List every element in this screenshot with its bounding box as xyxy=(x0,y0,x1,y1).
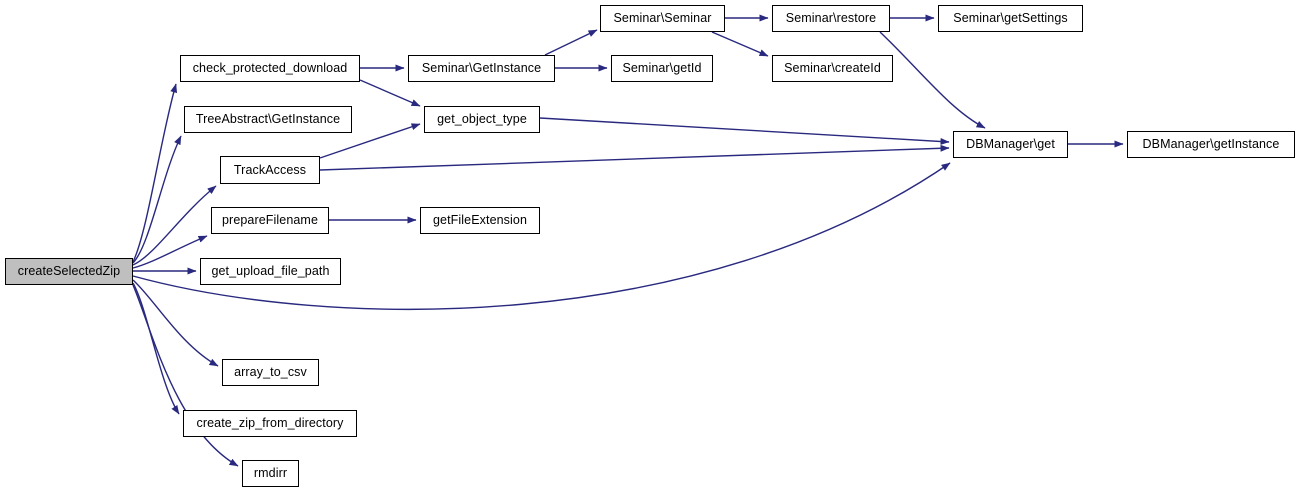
edge-createSelectedZip-to-rmdirr xyxy=(132,284,239,467)
edge-Seminar_restore-to-DBManager_get xyxy=(879,31,986,129)
graph-node-label: Seminar\Seminar xyxy=(613,11,712,26)
graph-node-DBManager_get[interactable]: DBManager\get xyxy=(953,131,1068,158)
graph-node-label: DBManager\getInstance xyxy=(1142,137,1280,152)
graph-node-Seminar_restore[interactable]: Seminar\restore xyxy=(772,5,890,32)
edge-createSelectedZip-to-check_protected_download xyxy=(132,83,178,263)
graph-node-Seminar_Seminar[interactable]: Seminar\Seminar xyxy=(600,5,725,32)
graph-node-label: create_zip_from_directory xyxy=(196,416,344,431)
graph-node-label: get_upload_file_path xyxy=(211,264,330,279)
edge-createSelectedZip-to-array_to_csv xyxy=(132,279,219,367)
edge-createSelectedZip-to-TreeAbstract_GetInstance xyxy=(132,135,182,264)
graph-node-Seminar_createId[interactable]: Seminar\createId xyxy=(772,55,893,82)
graph-node-get_object_type[interactable]: get_object_type xyxy=(424,106,540,133)
graph-node-rmdirr[interactable]: rmdirr xyxy=(242,460,299,487)
graph-node-prepareFilename[interactable]: prepareFilename xyxy=(211,207,329,234)
graph-node-label: prepareFilename xyxy=(222,213,318,228)
graph-node-check_protected_download[interactable]: check_protected_download xyxy=(180,55,360,82)
graph-node-label: Seminar\getId xyxy=(622,61,702,76)
edge-get_object_type-to-DBManager_get xyxy=(539,117,950,145)
graph-node-getFileExtension[interactable]: getFileExtension xyxy=(420,207,540,234)
graph-node-label: Seminar\createId xyxy=(784,61,881,76)
graph-node-label: get_object_type xyxy=(437,112,527,127)
graph-node-DBManager_getInstance[interactable]: DBManager\getInstance xyxy=(1127,131,1295,158)
graph-node-label: getFileExtension xyxy=(432,213,527,228)
edge-check_protected_download-to-get_object_type xyxy=(359,79,421,107)
graph-node-create_zip_from_directory[interactable]: create_zip_from_directory xyxy=(183,410,357,437)
graph-node-label: rmdirr xyxy=(253,466,288,481)
graph-node-TrackAccess[interactable]: TrackAccess xyxy=(220,156,320,184)
graph-node-Seminar_getSettings[interactable]: Seminar\getSettings xyxy=(938,5,1083,32)
graph-node-array_to_csv[interactable]: array_to_csv xyxy=(222,359,319,386)
graph-node-label: createSelectedZip xyxy=(17,264,121,279)
edge-group xyxy=(132,14,1124,467)
graph-node-label: TrackAccess xyxy=(233,162,307,177)
edge-createSelectedZip-to-TrackAccess xyxy=(132,185,217,266)
edge-Seminar_Seminar-to-Seminar_createId xyxy=(711,31,769,57)
edge-createSelectedZip-to-create_zip_from_directory xyxy=(132,282,180,415)
graph-node-label: DBManager\get xyxy=(966,137,1055,152)
graph-node-get_upload_file_path[interactable]: get_upload_file_path xyxy=(200,258,341,285)
graph-node-Seminar_GetInstance[interactable]: Seminar\GetInstance xyxy=(408,55,555,82)
edge-Seminar_GetInstance-to-Seminar_Seminar xyxy=(544,29,598,56)
graph-node-TreeAbstract_GetInstance[interactable]: TreeAbstract\GetInstance xyxy=(184,106,352,133)
graph-node-label: array_to_csv xyxy=(234,365,307,380)
edge-TrackAccess-to-get_object_type xyxy=(319,123,421,159)
graph-node-Seminar_getId[interactable]: Seminar\getId xyxy=(611,55,713,82)
graph-node-label: TreeAbstract\GetInstance xyxy=(195,112,341,127)
graph-node-label: Seminar\restore xyxy=(785,11,877,26)
graph-node-createSelectedZip[interactable]: createSelectedZip xyxy=(5,258,133,285)
edge-createSelectedZip-to-DBManager_get xyxy=(132,162,951,311)
edge-createSelectedZip-to-prepareFilename xyxy=(132,235,208,269)
edge-TrackAccess-to-DBManager_get xyxy=(319,144,950,171)
graph-node-label: Seminar\GetInstance xyxy=(421,61,542,76)
graph-node-label: check_protected_download xyxy=(192,61,348,76)
graph-node-label: Seminar\getSettings xyxy=(953,11,1068,26)
